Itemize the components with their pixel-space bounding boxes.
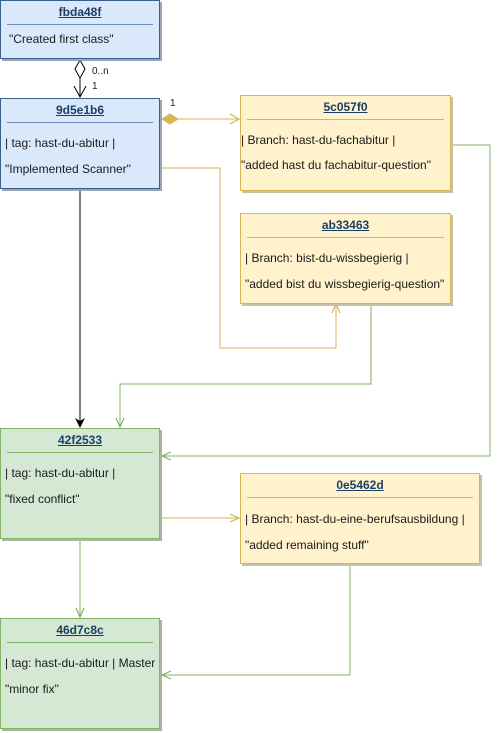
commit-message: "added hast du fachabitur-question": [241, 158, 431, 172]
edge-0e5462d-46d7c8c: [162, 565, 351, 675]
edge-ab33463-42f2533: [120, 304, 372, 427]
divider: [7, 642, 153, 643]
commit-tag: | tag: hast-du-abitur |: [5, 136, 116, 150]
commit-node-5c057f0[interactable]: 5c057f0 | Branch: hast-du-fachabitur | "…: [240, 95, 451, 191]
commit-hash: 9d5e1b6: [55, 103, 105, 117]
commit-message: "Implemented Scanner": [5, 162, 131, 176]
edge-9d5e1b6-ab33463: [162, 167, 336, 349]
commit-hash: 0e5462d: [336, 478, 384, 492]
multiplicity-aggregation-bottom: 1: [92, 81, 98, 92]
multiplicity-aggregation-top: 0..n: [92, 66, 109, 77]
divider: [247, 237, 444, 238]
commit-node-fbda48f[interactable]: fbda48f "Created first class": [0, 0, 160, 59]
commit-message: "minor fix": [5, 682, 59, 696]
divider: [7, 24, 153, 25]
commit-tag: | tag: hast-du-abitur |: [5, 466, 116, 480]
edge-aggregation-fbda48f-9d5e1b6: [73, 58, 87, 99]
commit-node-0e5462d[interactable]: 0e5462d | Branch: hast-du-eine-berufsaus…: [240, 473, 480, 564]
commit-message: "added bist du wissbegierig-question": [245, 277, 445, 291]
commit-hash: 5c057f0: [323, 100, 368, 114]
commit-node-9d5e1b6[interactable]: 9d5e1b6 | tag: hast-du-abitur | "Impleme…: [0, 98, 160, 189]
multiplicity-composition-start: 1: [170, 98, 176, 109]
commit-branch: | Branch: bist-du-wissbegierig |: [245, 251, 409, 265]
edge-composition-9d5e1b6-5c057f0: [161, 113, 241, 125]
commit-tag: | tag: hast-du-abitur | Master: [5, 656, 156, 670]
commit-hash: ab33463: [321, 218, 370, 232]
divider: [247, 119, 444, 120]
commit-hash: 42f2533: [57, 433, 103, 447]
commit-node-46d7c8c[interactable]: 46d7c8c | tag: hast-du-abitur | Master "…: [0, 618, 160, 729]
commit-message: "added remaining stuff": [245, 538, 369, 552]
commit-hash: 46d7c8c: [56, 623, 104, 637]
commit-node-42f2533[interactable]: 42f2533 | tag: hast-du-abitur | "fixed c…: [0, 428, 160, 539]
commit-message: "Created first class": [9, 32, 114, 46]
commit-hash: fbda48f: [58, 5, 102, 19]
divider: [7, 122, 153, 123]
edge-5c057f0-42f2533: [162, 144, 491, 456]
divider: [247, 497, 473, 498]
commit-node-ab33463[interactable]: ab33463 | Branch: bist-du-wissbegierig |…: [240, 213, 451, 304]
commit-branch: | Branch: hast-du-eine-berufsausbildung …: [245, 512, 465, 526]
divider: [7, 452, 153, 453]
commit-message: "fixed conflict": [5, 492, 80, 506]
commit-branch: | Branch: hast-du-fachabitur |: [241, 133, 396, 147]
